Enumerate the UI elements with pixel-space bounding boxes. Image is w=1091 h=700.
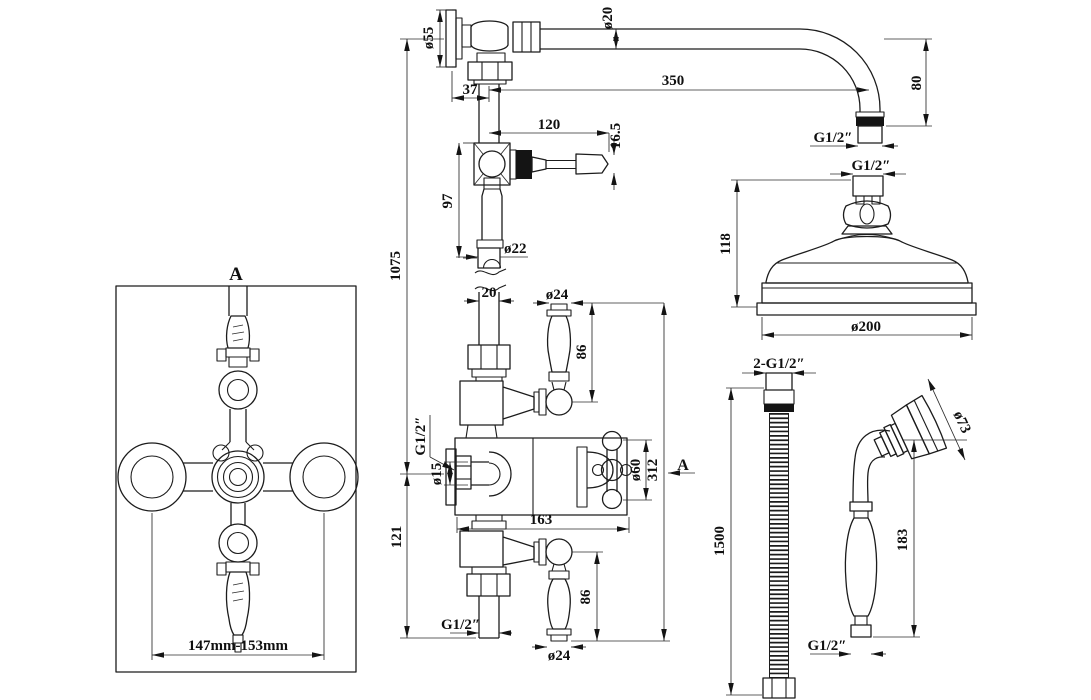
thermostatic-valve-body [454, 437, 628, 516]
detail-view-label: A [229, 264, 243, 285]
dim-head-dia: ø200 [851, 319, 881, 335]
hose-top-thread [765, 372, 793, 391]
hand-shower [844, 394, 948, 638]
dim-lower-lever-cap: ø24 [548, 648, 571, 664]
slider-seal-band [516, 150, 532, 179]
dim-handset-thread: G1/2″ [807, 638, 846, 654]
cross-knob-hub [600, 458, 624, 482]
hand-shower-head [873, 394, 948, 460]
cross-knob-top-ball [601, 430, 623, 452]
dim-outlet-drop: 121 [389, 526, 405, 549]
dim-grip-dia: 16.5 [608, 123, 624, 149]
dim-head-height: 118 [718, 233, 734, 255]
head-thread-fitting [852, 175, 884, 197]
dim-hose-thread: 2-G1/2″ [753, 356, 805, 372]
hand-shower-handle [844, 517, 878, 617]
shower-head-rim [756, 302, 977, 316]
section-a-marker: A [677, 457, 689, 474]
detail-view-a: A 147mm-153mm [115, 264, 359, 673]
lower-lever-pivot [545, 538, 573, 566]
dim-lower-lever-len: 86 [578, 589, 594, 605]
dim-valve-height: 312 [645, 459, 661, 482]
shower-hose [762, 372, 796, 699]
dim-slider-height: 97 [440, 193, 456, 209]
arm-thread-end [857, 125, 883, 144]
head-ball-joint [842, 200, 892, 229]
dim-wall-offset: 37 [463, 82, 479, 98]
slider-grip [575, 153, 609, 175]
shower-head-bell [765, 235, 969, 284]
dim-flange-dia: ø55 [421, 27, 437, 50]
detail-view-border [115, 285, 357, 673]
detail-lower-lever [225, 571, 251, 636]
arm-seal-band [856, 117, 884, 126]
dim-handset-head-dia: ø73 [950, 409, 974, 436]
dim-arm-thread: G1/2″ [813, 130, 852, 146]
cross-knob-bottom-ball [601, 488, 623, 510]
detail-left-union [117, 442, 187, 512]
dim-knob-dia: ø60 [628, 459, 644, 482]
hose-bottom-nut [762, 677, 796, 699]
dim-arm-length: 350 [662, 73, 685, 89]
dim-body-width: 163 [530, 512, 553, 528]
detail-right-union [289, 442, 359, 512]
dim-upper-lever-cap: ø24 [546, 287, 569, 303]
supply-elbow-body [470, 20, 509, 52]
upper-diverter-body [459, 380, 504, 426]
dim-inlet-dia: ø15 [429, 463, 445, 486]
dim-riser-height: 1075 [388, 251, 404, 281]
detail-lower-ring [218, 523, 258, 563]
upper-lever-handle [546, 315, 572, 373]
detail-upper-lever [225, 315, 251, 349]
dimensions: ø55 37 ø20 350 80 G1/2″ 120 16.5 97 ø22 [388, 7, 974, 696]
hand-shower-elbow [852, 429, 891, 503]
detail-cross-handle [211, 450, 265, 504]
wall-flange [445, 9, 457, 68]
dim-hose-length: 1500 [712, 526, 728, 556]
dim-outlet-thread: G1/2″ [441, 617, 480, 633]
dim-riser-pipe-width: 20 [482, 285, 497, 301]
riser-collar [477, 247, 501, 269]
lower-lever-handle [547, 578, 571, 630]
dim-riser-collar-dia: ø22 [504, 241, 527, 257]
lower-diverter-body [459, 530, 504, 568]
dim-arm-drop: 80 [909, 76, 925, 91]
dim-head-thread: G1/2″ [851, 158, 890, 174]
detail-upper-ring [218, 370, 258, 410]
upper-lever-pivot [545, 388, 573, 416]
dim-slider-reach: 120 [538, 117, 561, 133]
hose-seal-band [764, 404, 794, 412]
dim-inlet-thread: G1/2″ [413, 416, 429, 455]
main-assembly [445, 9, 885, 642]
dim-upper-lever-len: 86 [574, 344, 590, 360]
dim-arm-pipe-dia: ø20 [600, 7, 616, 30]
shower-head [756, 175, 977, 316]
dim-inlet-spacing: 147mm-153mm [188, 638, 288, 654]
hand-shower-cuff [850, 624, 872, 638]
dim-handle-len: 183 [895, 529, 911, 552]
